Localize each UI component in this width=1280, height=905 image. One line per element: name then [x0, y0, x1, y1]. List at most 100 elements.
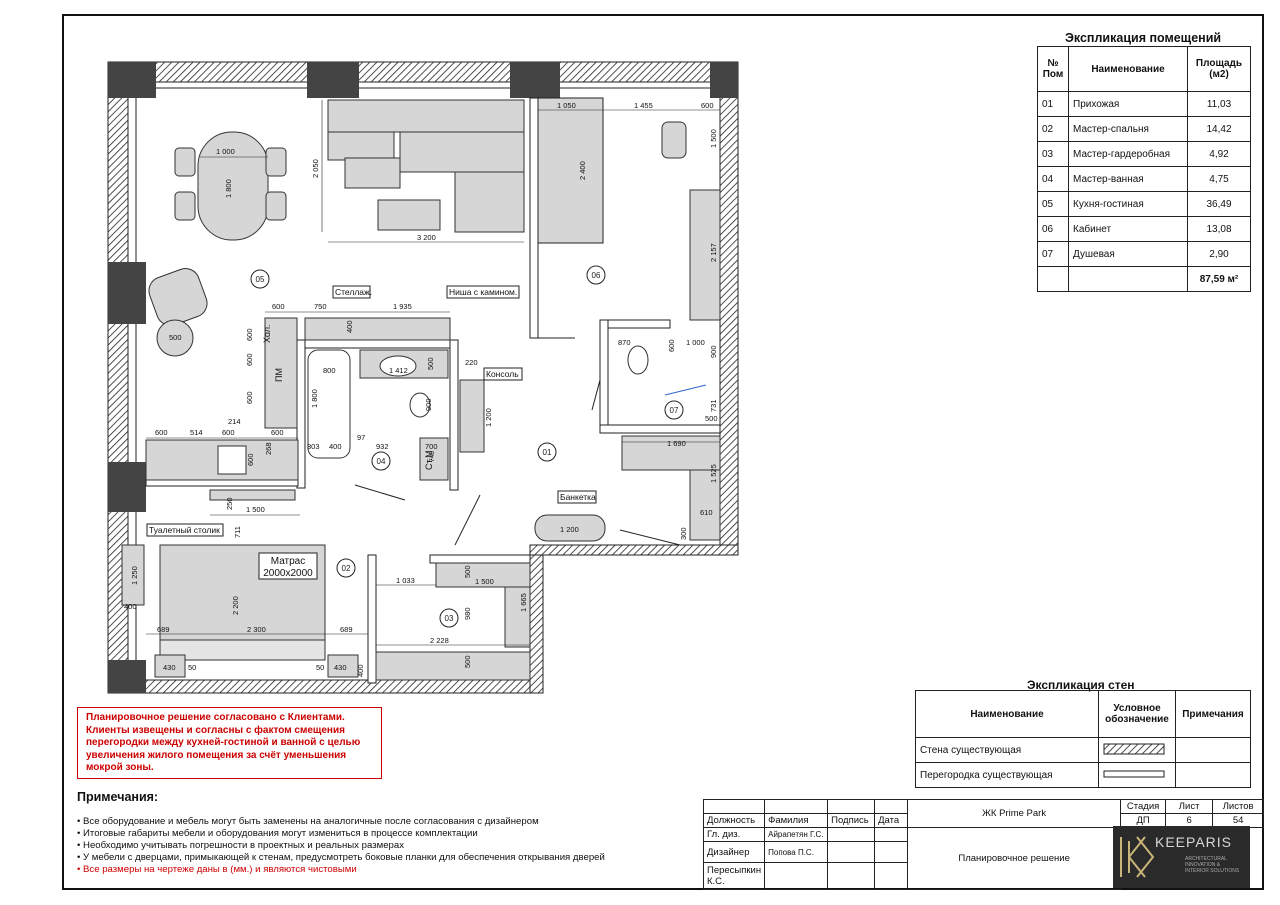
note-item: • Итоговые габариты мебели и оборудовани…: [77, 828, 478, 839]
exterior-walls: [107, 61, 739, 694]
walls-table: Наименование Условное обозначение Примеч…: [915, 690, 1251, 788]
rooms-col-area: Площадь (м2): [1187, 46, 1251, 92]
svg-text:1 800: 1 800: [310, 389, 319, 408]
svg-text:ПМ: ПМ: [274, 368, 284, 382]
svg-text:1 000: 1 000: [216, 147, 235, 156]
svg-text:1 500: 1 500: [246, 505, 265, 514]
svg-text:900: 900: [424, 398, 433, 411]
plan-labels: Стеллаж. Ниша с камином. Консоль Банкетк…: [146, 285, 597, 580]
approval-note: Планировочное решение согласовано с Клие…: [77, 707, 382, 779]
svg-text:03: 03: [445, 614, 454, 623]
logo-mark-icon: [1120, 836, 1155, 878]
svg-text:1 525: 1 525: [709, 464, 718, 483]
svg-text:731: 731: [709, 399, 718, 412]
svg-text:711: 711: [233, 526, 242, 538]
svg-text:600: 600: [245, 353, 254, 366]
rooms-col-num: № Пом: [1037, 46, 1069, 92]
svg-text:1 050: 1 050: [557, 101, 576, 110]
svg-text:04: 04: [377, 457, 386, 466]
svg-text:1 200: 1 200: [484, 408, 493, 427]
svg-text:2 400: 2 400: [578, 161, 587, 180]
svg-text:07: 07: [670, 406, 679, 415]
svg-text:400: 400: [124, 602, 137, 611]
furniture: [121, 99, 721, 681]
drawing-sheet: [62, 14, 1264, 890]
svg-text:2 200: 2 200: [231, 596, 240, 615]
svg-text:02: 02: [342, 564, 351, 573]
table-row: Стена существующая: [915, 737, 1251, 763]
doors: [354, 337, 707, 546]
rooms-col-name: Наименование: [1068, 46, 1188, 92]
svg-text:980: 980: [463, 607, 472, 620]
note-item: • Все оборудование и мебель могут быть з…: [77, 816, 539, 827]
svg-text:1 412: 1 412: [389, 366, 408, 375]
svg-text:900: 900: [709, 345, 718, 358]
note-item: • У мебели с дверцами, примыкающей к сте…: [77, 852, 605, 863]
walls-col-notes: Примечания: [1175, 690, 1251, 738]
svg-text:Банкетка: Банкетка: [560, 492, 596, 502]
hatch-symbol: [1103, 743, 1165, 754]
svg-text:01: 01: [543, 448, 552, 457]
svg-text:400: 400: [356, 664, 365, 677]
rooms-table-title: Экспликация помещений: [1065, 31, 1222, 45]
title-block: ЖК Prime Park Стадия Лист Листов Должнос…: [702, 799, 1265, 890]
svg-text:1 690: 1 690: [667, 439, 686, 448]
svg-text:1 200: 1 200: [560, 525, 579, 534]
svg-text:600: 600: [155, 428, 168, 437]
table-row-total: 87,59 м²: [1037, 266, 1251, 292]
svg-text:214: 214: [228, 417, 241, 426]
svg-text:689: 689: [157, 625, 170, 634]
plan-dimensions: 1 000 1 800 2 050 3 200 1 050 1 455 600 …: [124, 100, 720, 677]
partitions: [145, 97, 721, 684]
room-05: 05: [256, 275, 265, 284]
note-item: • Все размеры на чертеже даны в (мм.) и …: [77, 864, 357, 875]
svg-text:400: 400: [345, 320, 354, 333]
svg-text:2 157: 2 157: [709, 243, 718, 262]
svg-text:610: 610: [700, 508, 713, 517]
svg-text:1 665: 1 665: [519, 593, 528, 612]
svg-text:1 935: 1 935: [393, 302, 412, 311]
svg-text:1 455: 1 455: [634, 101, 653, 110]
svg-text:2000x2000: 2000x2000: [263, 568, 313, 579]
svg-text:Стеллаж.: Стеллаж.: [335, 287, 372, 297]
svg-text:1 033: 1 033: [396, 576, 415, 585]
svg-text:430: 430: [163, 663, 176, 672]
svg-text:514: 514: [190, 428, 203, 437]
svg-text:2 050: 2 050: [311, 159, 320, 178]
svg-text:3 200: 3 200: [417, 233, 436, 242]
svg-text:400: 400: [329, 442, 342, 451]
svg-text:600: 600: [222, 428, 235, 437]
svg-text:600: 600: [246, 453, 255, 466]
table-row: Перегородка существующая: [915, 762, 1251, 788]
project-name: ЖК Prime Park: [907, 799, 1122, 828]
svg-text:748: 748: [429, 451, 436, 462]
svg-text:600: 600: [667, 339, 676, 352]
svg-text:250: 250: [225, 497, 234, 510]
walls-col-symbol: Условное обозначение: [1098, 690, 1176, 738]
svg-text:2 300: 2 300: [247, 625, 266, 634]
svg-text:430: 430: [334, 663, 347, 672]
company-logo: KEEPARIS ARCHITECTURAL INNOVATION & INTE…: [1113, 826, 1250, 888]
svg-text:500: 500: [463, 655, 472, 668]
walls-col-name: Наименование: [915, 690, 1099, 738]
svg-text:500: 500: [705, 414, 718, 423]
svg-text:600: 600: [245, 328, 254, 341]
notes-title: Примечания:: [77, 790, 159, 804]
svg-text:500: 500: [463, 565, 472, 578]
svg-text:Ниша с камином.: Ниша с камином.: [449, 287, 517, 297]
svg-text:800: 800: [323, 366, 336, 375]
room-markers: 05 06 01 02 03 04 07: [250, 265, 684, 628]
svg-text:689: 689: [340, 625, 353, 634]
svg-text:Туалетный столик: Туалетный столик: [149, 525, 220, 535]
svg-text:303: 303: [307, 442, 320, 451]
svg-text:600: 600: [245, 391, 254, 404]
svg-text:2 228: 2 228: [430, 636, 449, 645]
svg-text:50: 50: [316, 663, 324, 672]
svg-text:268: 268: [264, 442, 273, 455]
